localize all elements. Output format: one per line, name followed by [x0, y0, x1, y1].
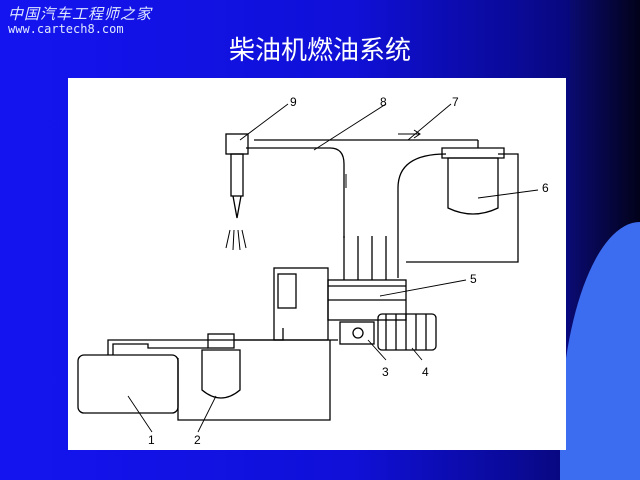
flow-arrow-return	[398, 129, 421, 139]
high-pressure-line	[246, 147, 345, 238]
fuel-system-diagram: 1 2 3 4 5 6 7 8 9	[68, 78, 566, 450]
pipe-tank-supply	[112, 343, 208, 355]
site-watermark: 中国汽车工程师之家 www.cartech8.com	[8, 5, 153, 37]
pipe-filter-to-pump	[406, 153, 519, 263]
feed-pump	[339, 321, 375, 345]
filter-head	[207, 333, 235, 349]
watermark-url: www.cartech8.com	[8, 22, 124, 37]
label-9: 9	[290, 95, 297, 109]
injector-nozzle	[232, 195, 242, 219]
fuel-tank	[77, 354, 179, 414]
label-7: 7	[452, 95, 459, 109]
label-8: 8	[380, 95, 387, 109]
leader-lines	[127, 103, 539, 433]
pump-ribs	[328, 285, 406, 301]
delivery-valves	[343, 236, 387, 280]
secondary-filter	[447, 157, 499, 215]
label-5: 5	[470, 272, 477, 286]
governor-housing	[273, 267, 329, 341]
watermark-name: 中国汽车工程师之家	[8, 5, 153, 23]
fuel-filter-bowl	[201, 349, 241, 399]
pipe-bottom-loop	[177, 340, 331, 421]
pipe-filter-pump	[234, 328, 284, 341]
injector-body	[230, 153, 244, 197]
fuel-spray	[225, 229, 247, 251]
label-1: 1	[148, 433, 155, 447]
feed-pump-plunger	[352, 327, 364, 339]
label-4: 4	[422, 365, 429, 379]
pipe-pump-to-filter	[397, 153, 447, 278]
pump-drive	[377, 313, 437, 351]
governor-window	[277, 273, 297, 309]
drive-ribs	[385, 314, 427, 350]
secondary-filter-head	[441, 147, 505, 159]
slide-title: 柴油机燃油系统	[228, 36, 411, 66]
label-6: 6	[542, 181, 549, 195]
label-2: 2	[194, 433, 201, 447]
diagram-svg: 1 2 3 4 5 6 7 8 9	[77, 95, 549, 447]
label-3: 3	[382, 365, 389, 379]
